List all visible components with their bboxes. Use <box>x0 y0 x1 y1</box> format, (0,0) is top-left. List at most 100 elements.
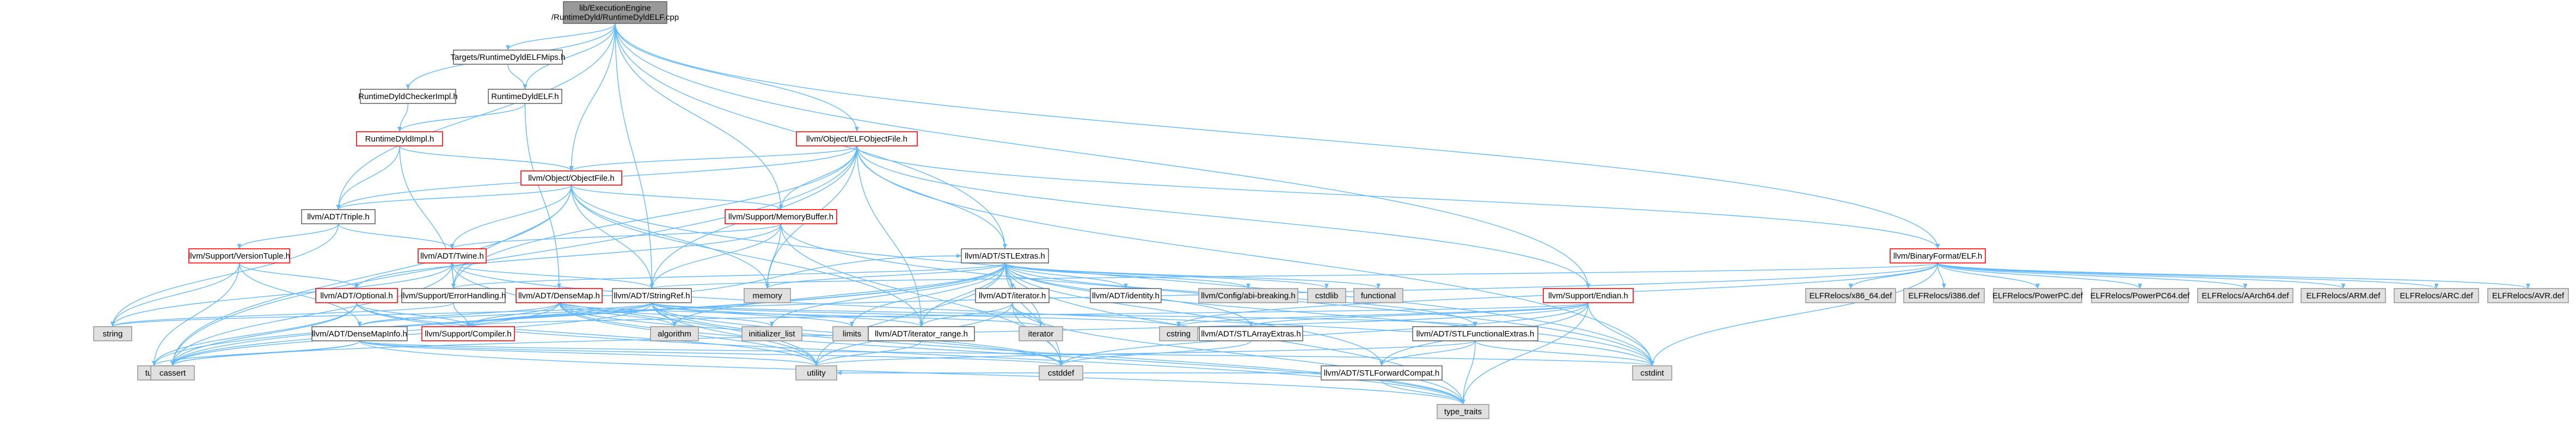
node-box <box>2487 288 2569 303</box>
graph-node-binary-format-elf[interactable]: llvm/BinaryFormat/ELF.h <box>1890 248 1986 263</box>
edge-stl-extras-to-cstdint <box>1004 262 1654 366</box>
graph-node-targets-mips[interactable]: Targets/RuntimeDyldELFMips.h <box>451 50 566 65</box>
graph-node-cstdlib[interactable]: cstdlib <box>1307 288 1346 303</box>
graph-node-elf-ppc[interactable]: ELFRelocs/PowerPC.def <box>1992 288 2083 303</box>
graph-node-abi-breaking[interactable]: llvm/Config/abi-breaking.h <box>1198 288 1298 303</box>
edge-root-to-object-file <box>569 23 616 171</box>
node-label: memory <box>752 291 782 301</box>
node-box <box>1890 248 1986 263</box>
graph-node-compiler[interactable]: llvm/Support/Compiler.h <box>421 326 515 341</box>
graph-node-utility[interactable]: utility <box>795 365 837 381</box>
graph-node-elf-arc[interactable]: ELFRelocs/ARC.def <box>2394 288 2479 303</box>
node-label: utility <box>807 369 826 378</box>
node-label: Targets/RuntimeDyldELFMips.h <box>451 53 566 62</box>
node-box <box>741 326 802 341</box>
edges-layer <box>111 23 2530 405</box>
node-label: llvm/Object/ELFObjectFile.h <box>806 134 907 144</box>
edge-root-to-memory-buffer <box>615 23 783 210</box>
graph-node-version-tuple[interactable]: llvm/Support/VersionTuple.h <box>188 248 290 263</box>
edge-twine-to-utility <box>451 262 819 366</box>
graph-node-rt-dyld-impl[interactable]: RuntimeDyldImpl.h <box>356 131 443 146</box>
node-label: llvm/Support/Endian.h <box>1548 291 1628 301</box>
graph-node-algorithm[interactable]: algorithm <box>650 326 699 341</box>
graph-node-elf-ppc64[interactable]: ELFRelocs/PowerPC64.def <box>2090 288 2190 303</box>
graph-node-string-ref[interactable]: llvm/ADT/StringRef.h <box>612 288 692 303</box>
graph-node-object-file[interactable]: llvm/Object/ObjectFile.h <box>520 170 622 186</box>
graph-node-elf-x86-64[interactable]: ELFRelocs/x86_64.def <box>1805 288 1896 303</box>
edge-string-ref-to-cassert <box>170 302 653 366</box>
graph-node-triple[interactable]: llvm/ADT/Triple.h <box>301 209 376 224</box>
edge-stl-functional-extras-to-cstdint <box>1475 340 1654 366</box>
edge-string-ref-to-iterator-range <box>651 302 924 327</box>
graph-node-adt-iterator[interactable]: llvm/ADT/iterator.h <box>975 288 1050 303</box>
edge-optional-to-type-traits <box>356 302 1465 405</box>
graph-node-string[interactable]: string <box>93 326 132 341</box>
edge-endian-to-stl-array-extras <box>1249 302 1589 327</box>
graph-node-elf-avr[interactable]: ELFRelocs/AVR.def <box>2487 288 2569 303</box>
edge-stl-extras-to-error-handling <box>451 262 1005 289</box>
graph-node-dense-map[interactable]: llvm/ADT/DenseMap.h <box>516 288 603 303</box>
graph-node-elf-i386[interactable]: ELFRelocs/i386.def <box>1903 288 1985 303</box>
graph-node-elf-arm[interactable]: ELFRelocs/ARM.def <box>2301 288 2386 303</box>
edge-stl-functional-extras-to-type-traits <box>1461 340 1476 405</box>
graph-node-type-traits[interactable]: type_traits <box>1437 404 1489 419</box>
node-label: llvm/Config/abi-breaking.h <box>1201 291 1295 301</box>
graph-node-rt-dyld-elf-h[interactable]: RuntimeDyldELF.h <box>488 89 562 104</box>
node-box <box>975 288 1050 303</box>
edge-binary-format-elf-to-elf-arm <box>1937 262 2346 289</box>
graph-node-limits[interactable]: limits <box>832 326 872 341</box>
edge-dense-map-to-dense-map-info <box>357 302 560 327</box>
node-label: llvm/ADT/iterator_range.h <box>875 329 968 339</box>
graph-node-identity[interactable]: llvm/ADT/identity.h <box>1090 288 1162 303</box>
edge-object-file-to-memory-buffer <box>571 185 783 210</box>
graph-node-functional[interactable]: functional <box>1353 288 1403 303</box>
graph-node-initializer-list[interactable]: initializer_list <box>741 326 802 341</box>
edge-triple-to-version-tuple <box>237 223 339 249</box>
node-box <box>1307 288 1346 303</box>
graph-node-cassert[interactable]: cassert <box>150 365 195 381</box>
graph-node-cstddef[interactable]: cstddef <box>1039 365 1083 381</box>
graph-node-error-handling[interactable]: llvm/Support/ErrorHandling.h <box>401 288 506 303</box>
node-box <box>1543 288 1634 303</box>
graph-node-memory[interactable]: memory <box>744 288 791 303</box>
graph-node-optional[interactable]: llvm/ADT/Optional.h <box>315 288 398 303</box>
node-box <box>1019 326 1063 341</box>
graph-node-stl-functional-extras[interactable]: llvm/ADT/STLFunctionalExtras.h <box>1412 326 1538 341</box>
edge-elf-object-file-to-cstdint <box>856 145 1654 366</box>
node-box <box>516 288 603 303</box>
graph-node-memory-buffer[interactable]: llvm/Support/MemoryBuffer.h <box>725 209 837 224</box>
graph-node-elf-object-file[interactable]: llvm/Object/ELFObjectFile.h <box>796 131 918 146</box>
edge-string-ref-to-dense-map-info <box>357 302 653 327</box>
graph-node-stl-extras[interactable]: llvm/ADT/STLExtras.h <box>961 248 1049 263</box>
edge-optional-to-compiler <box>356 302 470 327</box>
edge-stl-functional-extras-to-utility <box>814 340 1476 366</box>
node-label: llvm/ADT/Triple.h <box>307 212 369 222</box>
graph-node-iterator-std[interactable]: iterator <box>1019 326 1063 341</box>
graph-node-twine[interactable]: llvm/ADT/Twine.h <box>418 248 487 263</box>
graph-node-cstdint[interactable]: cstdint <box>1632 365 1672 381</box>
edge-error-handling-to-string <box>111 302 454 327</box>
edge-elf-object-file-to-endian <box>856 145 1591 289</box>
graph-node-dense-map-info[interactable]: llvm/ADT/DenseMapInfo.h <box>311 326 408 341</box>
edge-binary-format-elf-to-string-ref <box>650 262 1939 289</box>
node-box <box>311 326 408 341</box>
graph-node-cstring[interactable]: cstring <box>1159 326 1198 341</box>
node-box <box>1412 326 1538 341</box>
edge-dense-map-info-to-cstddef <box>359 340 1063 366</box>
node-label: /RuntimeDyld/RuntimeDyldELF.cpp <box>551 13 679 22</box>
graph-node-endian[interactable]: llvm/Support/Endian.h <box>1543 288 1634 303</box>
graph-node-stl-array-extras[interactable]: llvm/ADT/STLArrayExtras.h <box>1199 326 1303 341</box>
node-box <box>1039 365 1083 381</box>
graph-node-elf-aarch64[interactable]: ELFRelocs/AArch64.def <box>2197 288 2293 303</box>
edge-object-file-to-twine <box>450 185 572 249</box>
edge-root-to-triple <box>336 23 616 210</box>
graph-node-rt-dyld-checker-impl[interactable]: RuntimeDyldCheckerImpl.h <box>358 89 458 104</box>
graph-node-root[interactable]: lib/ExecutionEngine/RuntimeDyld/RuntimeD… <box>551 1 679 24</box>
node-box <box>796 131 918 146</box>
edge-adt-iterator-to-type-traits <box>1011 302 1465 405</box>
graph-node-stl-forward-compat[interactable]: llvm/ADT/STLForwardCompat.h <box>1321 365 1443 381</box>
edge-root-to-rt-dyld-elf-h <box>523 23 616 90</box>
edge-dense-map-info-to-tuple <box>152 340 360 366</box>
node-label: llvm/Support/VersionTuple.h <box>188 252 290 261</box>
graph-node-iterator-range[interactable]: llvm/ADT/iterator_range.h <box>868 326 975 341</box>
